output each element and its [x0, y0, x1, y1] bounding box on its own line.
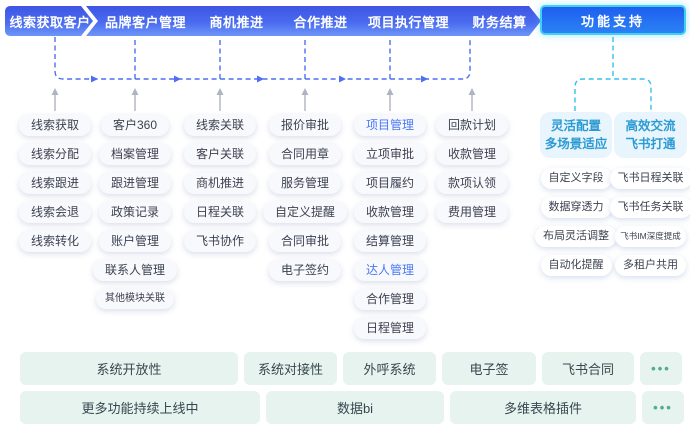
bottom-row-1: 系统开放性系统对接性外呼系统电子签飞书合同••• — [20, 352, 682, 385]
feature-pill: 电子签约 — [268, 260, 342, 281]
capability-box: ••• — [640, 352, 682, 385]
feature-pill: 项目管理 — [353, 115, 427, 136]
capability-box: ••• — [642, 391, 684, 424]
support-title-box: 功能支持 — [540, 5, 686, 35]
feature-pill: 自定义提醒 — [262, 202, 348, 223]
feature-pill: 费用管理 — [435, 202, 509, 223]
feature-pill: 线索关联 — [183, 115, 257, 136]
feature-pill: 合作管理 — [353, 289, 427, 310]
feature-pill: 项目履约 — [353, 173, 427, 194]
feature-pill: 服务管理 — [268, 173, 342, 194]
support-group-title-line: 飞书打通 — [625, 137, 676, 151]
flow-stage: 财务结算 — [448, 6, 541, 36]
flow-stage: 品牌客户管理 — [86, 6, 195, 36]
capability-box: 飞书合同 — [542, 352, 634, 385]
support-pill: 多租户共用 — [615, 255, 686, 276]
capability-box: 数据bi — [266, 391, 444, 424]
capability-box: 外呼系统 — [343, 352, 436, 385]
column-cooperation: 报价审批合同用章服务管理自定义提醒合同审批电子签约 — [262, 115, 348, 281]
feature-pill: 日程关联 — [183, 202, 257, 223]
support-pill: 飞书日程关联 — [609, 168, 690, 189]
flow-stage: 项目执行管理 — [346, 6, 461, 36]
flow-stage: 合作推进 — [268, 6, 363, 36]
feature-pill: 其他模块关联 — [95, 289, 174, 309]
column-lead-acquisition: 线索获取线索分配线索跟进线索会退线索转化 — [18, 115, 92, 252]
support-group-title-line: 灵活配置 — [550, 119, 601, 133]
feature-pill: 报价审批 — [268, 115, 342, 136]
feature-pill: 收款管理 — [353, 202, 427, 223]
support-group-title-line: 高效交流 — [625, 119, 676, 133]
support-pill: 布局灵活调整 — [535, 226, 617, 247]
feature-pill: 结算管理 — [353, 231, 427, 252]
feature-pill: 达人管理 — [353, 260, 427, 281]
support-group-title-line: 多场景适应 — [544, 137, 608, 151]
feature-pill: 飞书协作 — [183, 231, 257, 252]
support-group-list: 自定义字段数据穿透力布局灵活调整自动化提醒 — [535, 168, 617, 276]
capability-box: 更多功能持续上线中 — [20, 391, 260, 424]
support-group-flexible-config: 灵活配置 多场景适应 自定义字段数据穿透力布局灵活调整自动化提醒 — [535, 112, 617, 276]
feature-pill: 账户管理 — [98, 231, 172, 252]
column-opportunity: 线索关联客户关联商机推进日程关联飞书协作 — [183, 115, 257, 252]
support-group-title: 灵活配置 多场景适应 — [540, 112, 612, 158]
capability-box: 电子签 — [442, 352, 536, 385]
feature-pill: 跟进管理 — [98, 173, 172, 194]
feature-pill: 线索分配 — [18, 144, 92, 165]
feature-pill: 商机推进 — [183, 173, 257, 194]
support-group-list: 飞书日程关联飞书任务关联飞书IM深度提成多租户共用 — [609, 168, 690, 276]
support-group-feishu-integration: 高效交流 飞书打通 飞书日程关联飞书任务关联飞书IM深度提成多租户共用 — [609, 112, 690, 276]
feature-pill: 客户关联 — [183, 144, 257, 165]
feature-pill: 收款管理 — [435, 144, 509, 165]
feature-pill: 档案管理 — [98, 144, 172, 165]
column-project-execution: 项目管理立项审批项目履约收款管理结算管理达人管理合作管理日程管理 — [353, 115, 427, 339]
flow-stage: 商机推进 — [182, 6, 281, 36]
support-pill: 自动化提醒 — [540, 255, 612, 276]
capability-box: 系统对接性 — [244, 352, 337, 385]
support-pill: 飞书任务关联 — [609, 197, 690, 218]
capability-box: 系统开放性 — [20, 352, 238, 385]
feature-pill: 款项认领 — [435, 173, 509, 194]
flow-stage: 线索获取客户 — [5, 6, 93, 36]
feature-pill: 立项审批 — [353, 144, 427, 165]
capability-box: 多维表格插件 — [450, 391, 636, 424]
support-pill: 数据穿透力 — [540, 197, 612, 218]
feature-pill: 客户360 — [100, 115, 170, 136]
feature-pill: 线索会退 — [18, 202, 92, 223]
feature-pill: 线索获取 — [18, 115, 92, 136]
feature-pill: 合同用章 — [268, 144, 342, 165]
feature-pill: 合同审批 — [268, 231, 342, 252]
feature-pill: 政策记录 — [98, 202, 172, 223]
support-group-title: 高效交流 飞书打通 — [614, 112, 687, 158]
feature-pill: 联系人管理 — [92, 260, 178, 281]
feature-pill: 日程管理 — [353, 318, 427, 339]
feature-pill: 线索跟进 — [18, 173, 92, 194]
support-pill: 自定义字段 — [540, 168, 612, 189]
column-brand-customer: 客户360 档案管理跟进管理政策记录账户管理联系人管理其他模块关联 — [92, 115, 178, 309]
feature-pill: 线索转化 — [18, 231, 92, 252]
feature-pill: 回款计划 — [435, 115, 509, 136]
column-finance: 回款计划收款管理款项认领费用管理 — [435, 115, 509, 223]
support-pill: 飞书IM深度提成 — [615, 226, 686, 247]
